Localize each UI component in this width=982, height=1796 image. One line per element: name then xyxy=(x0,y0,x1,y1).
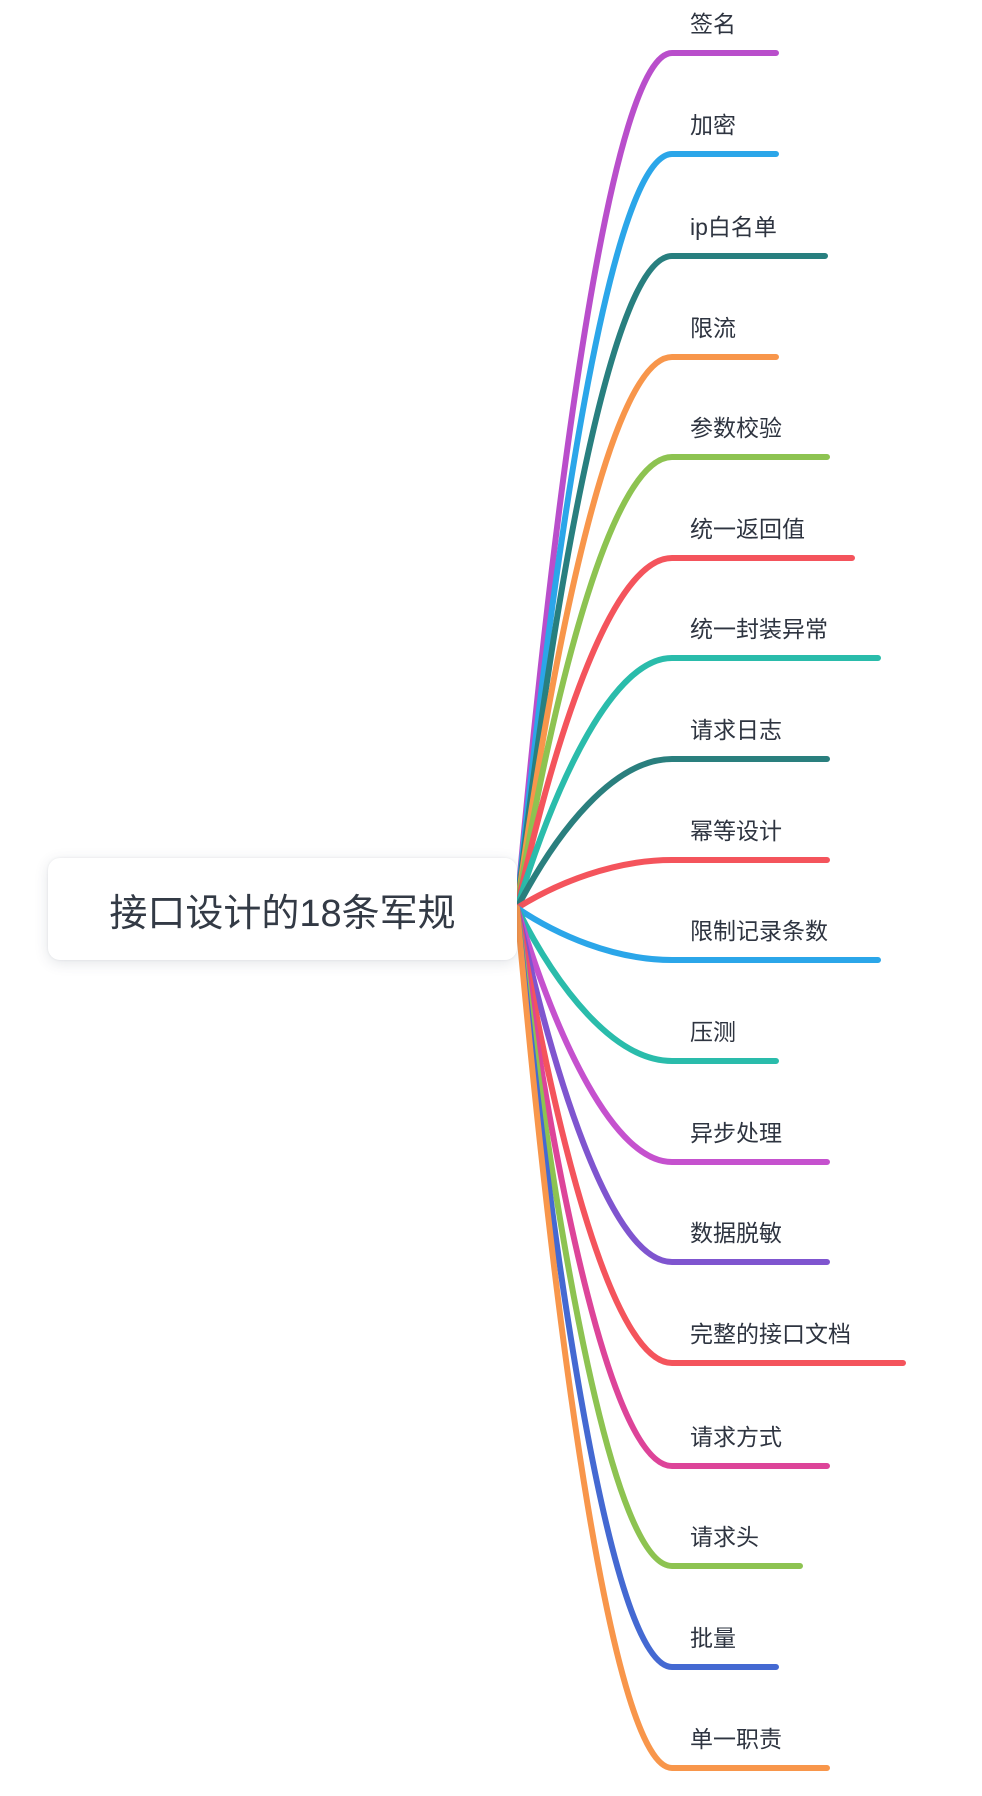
branch-node-label[interactable]: 批量 xyxy=(690,1625,736,1651)
branch-node-label[interactable]: 限流 xyxy=(690,315,736,341)
branch-line xyxy=(514,555,855,911)
branch-line xyxy=(514,655,881,911)
branch-node-label[interactable]: 统一返回值 xyxy=(690,516,805,542)
branch-line xyxy=(514,905,779,1064)
branch-line xyxy=(514,253,828,911)
branch-node-label[interactable]: 签名 xyxy=(690,11,736,37)
branch-node-label[interactable]: 请求头 xyxy=(690,1524,759,1550)
branch-line xyxy=(514,905,830,1771)
branch-line xyxy=(514,354,779,911)
branch-node-label[interactable]: ip白名单 xyxy=(690,214,777,240)
branch-node-label[interactable]: 异步处理 xyxy=(690,1120,782,1146)
root-node[interactable]: 接口设计的18条军规 xyxy=(48,858,517,960)
branch-node-label[interactable]: 请求日志 xyxy=(690,717,782,743)
branch-node-label[interactable]: 限制记录条数 xyxy=(690,918,828,944)
branch-line xyxy=(514,454,830,911)
branch-line xyxy=(514,905,881,963)
branch-node-label[interactable]: 参数校验 xyxy=(690,415,782,441)
branch-node-label[interactable]: 完整的接口文档 xyxy=(690,1321,851,1347)
root-node-label: 接口设计的18条军规 xyxy=(109,892,456,935)
branch-node-label[interactable]: 单一职责 xyxy=(690,1726,782,1752)
branch-node-label[interactable]: 统一封装异常 xyxy=(690,616,828,642)
branch-node-label[interactable]: 幂等设计 xyxy=(690,818,782,844)
branch-line xyxy=(514,857,830,911)
branch-line xyxy=(514,756,830,911)
branch-line xyxy=(514,905,830,1469)
branch-node-label[interactable]: 压测 xyxy=(690,1019,736,1045)
branch-line xyxy=(514,905,906,1366)
branch-node-label[interactable]: 请求方式 xyxy=(690,1424,782,1450)
branch-line xyxy=(514,905,830,1165)
branch-line xyxy=(514,151,779,911)
branch-node-label[interactable]: 加密 xyxy=(690,112,736,138)
branch-node-label[interactable]: 数据脱敏 xyxy=(690,1220,782,1246)
branch-line xyxy=(514,905,830,1265)
